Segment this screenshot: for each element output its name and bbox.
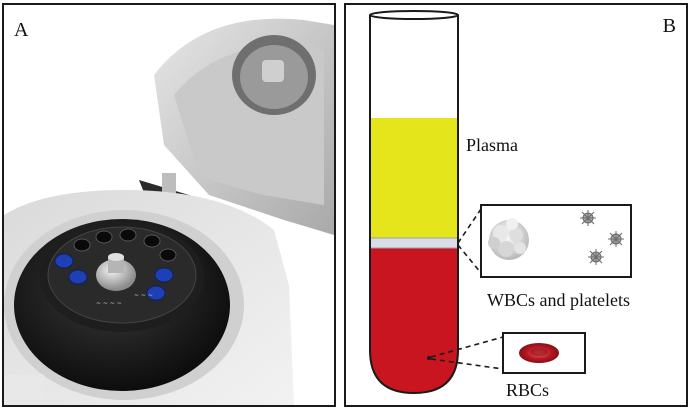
panel-a-centrifuge: ~ ~ ~ ~ ~ ~ ~ A <box>2 3 336 407</box>
buffy-coat-layer <box>370 238 458 248</box>
svg-text:~ ~ ~: ~ ~ ~ <box>134 292 153 299</box>
rbcs-label: RBCs <box>506 380 550 400</box>
svg-text:~ ~ ~ ~: ~ ~ ~ ~ <box>96 300 122 307</box>
panel-letter-a: A <box>14 19 29 41</box>
centrifuge-illustration: ~ ~ ~ ~ ~ ~ ~ <box>4 18 334 405</box>
plasma-layer <box>370 118 458 238</box>
rbc-cell-illustration <box>519 343 559 363</box>
panel-letter-b: B <box>662 15 676 37</box>
test-tube-outline <box>369 15 459 395</box>
panel-b-blood-tube-diagram: B Plasma WBCs and platelets RBCs <box>344 3 688 407</box>
rbc-layer <box>370 248 458 393</box>
blood-tube-illustration <box>369 10 632 395</box>
platelet-illustration <box>580 210 624 265</box>
wbc-platelets-label: WBCs and platelets <box>487 290 630 310</box>
wbc-cell-illustration <box>488 218 529 260</box>
plasma-label: Plasma <box>466 135 518 155</box>
